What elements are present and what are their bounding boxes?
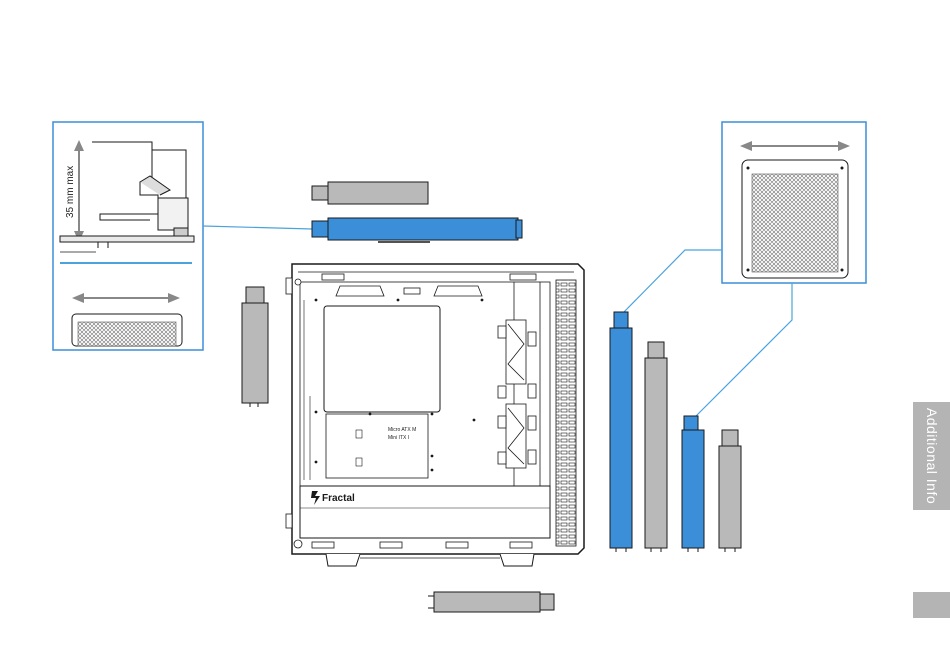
radiator-left-gray	[242, 287, 268, 407]
additional-info-label: Additional Info	[924, 408, 940, 504]
mb-label-matx: Micro ATX M	[388, 427, 416, 433]
leader-line-right-1	[622, 250, 722, 314]
radiator-bottom-gray	[428, 592, 554, 612]
radiator-front-blue-large	[610, 312, 632, 552]
leader-line-left	[203, 226, 312, 229]
radiator-front-blue-small	[682, 416, 704, 552]
clearance-callout: 35 mm max	[53, 122, 203, 350]
leader-line-right-2	[692, 283, 792, 420]
pc-case: Micro ATX M Mini ITX I	[286, 264, 584, 566]
radiator-top-gray	[312, 182, 428, 204]
radiator-front-callout	[722, 122, 866, 283]
radiator-front-gray-large	[645, 342, 667, 552]
radiator-top-blue	[312, 218, 522, 242]
brand-label: Fractal	[322, 493, 355, 504]
radiator-front-gray-small	[719, 430, 741, 552]
clearance-label: 35 mm max	[65, 166, 76, 218]
additional-info-tab[interactable]: Additional Info	[913, 402, 950, 510]
page-number-tab	[913, 592, 950, 618]
mb-label-itx: Mini ITX I	[388, 435, 409, 441]
